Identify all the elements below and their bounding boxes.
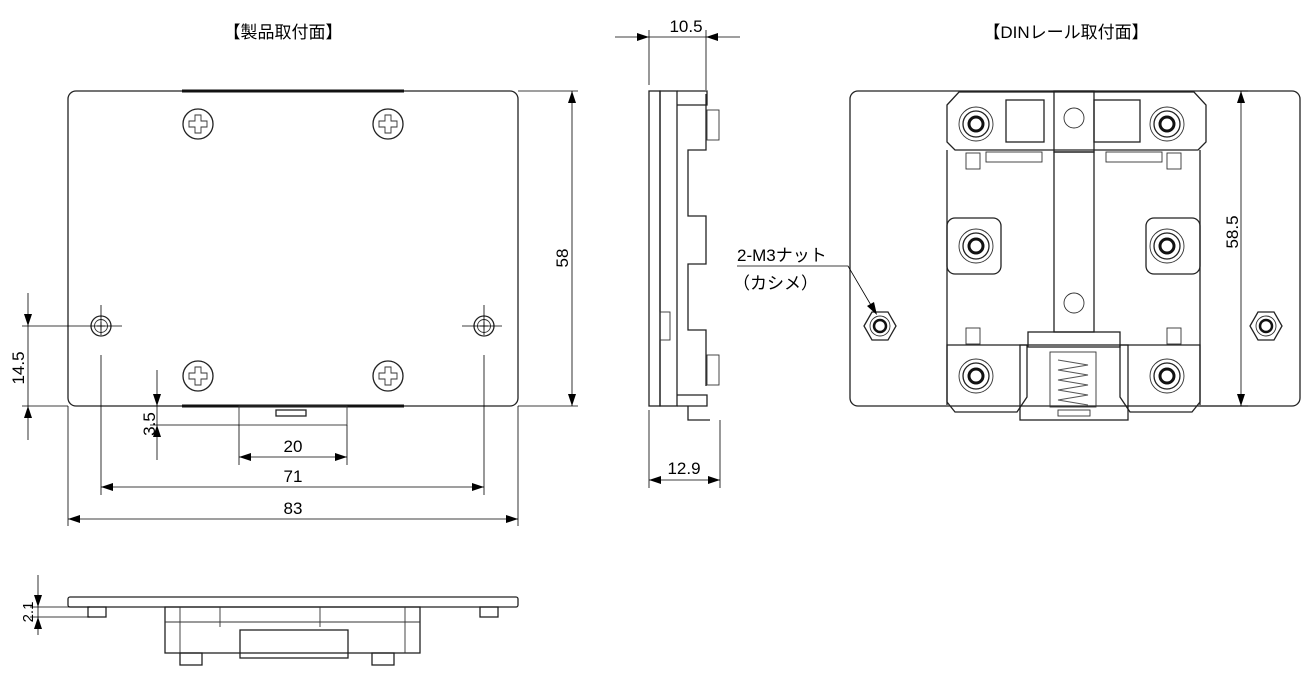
screw-icon: [182, 108, 214, 140]
dim-14-5-label: 14.5: [9, 351, 28, 384]
nut-note: （カシメ）: [733, 274, 818, 293]
nut-icon: [862, 310, 898, 342]
boss-icon: [957, 357, 995, 395]
tab-outline: [238, 405, 348, 426]
nut-icon: [1248, 310, 1284, 342]
title-din-face: 【DINレール取付面】: [983, 23, 1148, 42]
dim-20-label: 20: [284, 437, 303, 456]
bottom-view: [67, 596, 519, 666]
din-annotations: 58.5 2-M3ナット （カシメ）: [733, 90, 1248, 407]
side-view: [648, 90, 720, 421]
dim-83-label: 83: [284, 499, 303, 518]
dim-10-5-label: 10.5: [669, 17, 702, 36]
dim-12-9-label: 12.9: [667, 459, 700, 478]
dim-2-1-label: 2.1: [20, 602, 37, 623]
side-dimensions: 10.5 12.9: [615, 17, 740, 488]
spring-icon: [1057, 359, 1089, 406]
bottom-dimensions: 2.1: [20, 575, 90, 635]
front-dimensions: 58 14.5 3.5 20 71 83: [9, 90, 578, 526]
boss-icon: [957, 227, 995, 265]
din-rail-face-view: [849, 90, 1301, 421]
screw-icon: [372, 108, 404, 140]
dim-3-5-label: 3.5: [140, 412, 159, 436]
boss-icon: [957, 105, 995, 143]
nut-label: 2-M3ナット: [737, 246, 827, 265]
dim-58-label: 58: [553, 249, 572, 268]
boss-icon: [1148, 105, 1186, 143]
boss-icon: [1148, 357, 1186, 395]
boss-icon: [1148, 227, 1186, 265]
title-product-face: 【製品取付面】: [224, 23, 343, 42]
dim-58-5-label: 58.5: [1223, 215, 1242, 248]
dim-71-label: 71: [284, 467, 303, 486]
product-face-view: [67, 89, 519, 426]
plate-outline: [67, 90, 519, 407]
screw-icon: [372, 360, 404, 392]
screw-icon: [182, 360, 214, 392]
